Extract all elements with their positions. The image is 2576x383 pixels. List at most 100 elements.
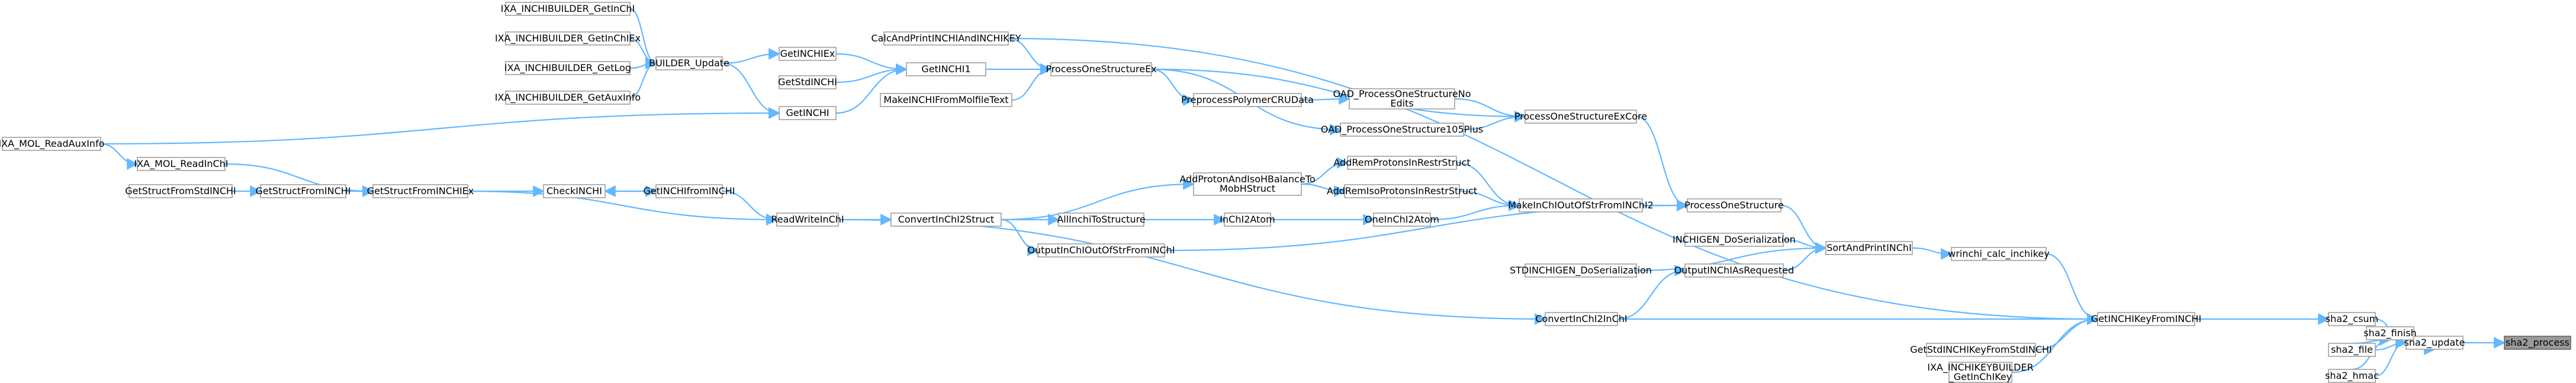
node-ixa-inchibuilder-getinchi[interactable]: IXA_INCHIBUILDER_GetInChI	[501, 2, 635, 16]
node-getinchiex[interactable]: GetINCHIEx	[779, 47, 837, 61]
node-allinchitostructure[interactable]: AllInchiToStructure	[1057, 213, 1146, 227]
node-builder-update[interactable]: BUILDER_Update	[649, 56, 729, 70]
node-getinchi[interactable]: GetINCHI	[779, 106, 837, 120]
node-label: ReadWriteInChI	[771, 214, 844, 225]
node-box	[1684, 263, 1784, 278]
edge-readwriteinchi-to-convertinchi2inchi	[838, 218, 1546, 325]
node-label: GetStructFromINCHIEx	[367, 185, 474, 197]
node-ixa-inchikeybuilder-getinchikey[interactable]: IXA_INCHIKEYBUILDER_GetInChIKey	[1927, 362, 2033, 383]
node-getinchifrominchi[interactable]: GetINCHIfromINCHI	[644, 184, 735, 198]
node-getstdinchikeyfromstdinchi[interactable]: GetStdINCHIKeyFromStdINCHI	[1910, 343, 2052, 357]
node-processonestructure[interactable]: ProcessOneStructure	[1684, 198, 1784, 213]
node-box	[1687, 198, 1781, 213]
node-getinchi1[interactable]: GetINCHI1	[906, 62, 986, 76]
edge-addprotonandisohbalancetomobhstruct-to-addremprotonsinrestrstruct	[1301, 157, 1349, 185]
node-sha2-process[interactable]: sha2_process	[2504, 336, 2571, 350]
edge-calcandprintinchiandinchikey-to-processonestructureex	[1008, 37, 1052, 75]
node-box	[779, 75, 837, 89]
node-makeinchifrommolfiletext[interactable]: MakeINCHIFromMolfileText	[880, 93, 1012, 107]
node-label: GetStdINCHI	[778, 76, 837, 88]
node-box	[1058, 213, 1144, 227]
edge-getinchi-to-getinchi1	[835, 63, 908, 114]
node-wrinchi-calc-inchikey[interactable]: wrinchi_calc_inchikey	[1948, 247, 2050, 261]
node-convertinchi2struct[interactable]: ConvertInChI2Struct	[890, 213, 1002, 227]
node-label: ConvertInChI2InChI	[1535, 313, 1627, 324]
node-box	[2097, 312, 2195, 326]
node-inchi2atom[interactable]: InChI2Atom	[1220, 213, 1275, 227]
edge-builder-update-to-getinchiex	[722, 48, 780, 65]
node-getstructfrominchi[interactable]: GetStructFromINCHI	[256, 184, 351, 198]
node-outputinchiasrequested[interactable]: OutputINChIAsRequested	[1674, 263, 1794, 278]
node-stdinchigen-doserialization[interactable]: STDINCHIGEN_DoSerialization	[1510, 263, 1652, 278]
node-getstructfrominchiex[interactable]: GetStructFromINCHIEx	[367, 184, 474, 198]
node-box	[1926, 343, 2036, 357]
node-sha2-hmac[interactable]: sha2_hmac	[2325, 369, 2379, 383]
node-label: Edits	[1390, 98, 1413, 109]
edge-ixa-mol-readauxinfo-to-ixa-mol-readinchi	[100, 143, 139, 170]
node-box	[779, 106, 837, 120]
node-ixa-inchibuilder-getauxinfo[interactable]: IXA_INCHIBUILDER_GetAuxInfo	[495, 91, 641, 105]
node-box	[2366, 326, 2414, 340]
node-inchigen-doserialization[interactable]: INCHIGEN_DoSerialization	[1673, 233, 1796, 247]
node-sha2-finish[interactable]: sha2_finish	[2363, 326, 2417, 340]
node-ixa-mol-readauxinfo[interactable]: IXA_MOL_ReadAuxInfo	[0, 137, 104, 151]
node-sha2-csum[interactable]: sha2_csum	[2326, 312, 2378, 326]
node-preprocesspolymercrudata[interactable]: PreprocessPolymerCRUData	[1181, 93, 1314, 107]
edge-wrinchi-calc-inchikey-to-getinchikeyfrominchi	[2046, 253, 2099, 325]
node-getstdinchi[interactable]: GetStdINCHI	[778, 75, 837, 89]
node-box	[880, 93, 1012, 107]
edge-makeinchifrommolfiletext-to-processonestructureex	[1011, 63, 1052, 101]
node-label: IXA_INCHIBUILDER_GetInChIEx	[495, 33, 641, 44]
node-label: GetINCHI1	[921, 63, 970, 75]
edge-processonestructureex-to-processonestructureexcore	[1151, 68, 1526, 123]
node-outputinchioutofstrfrominchi[interactable]: OutputInChIOutOfStrFromINChI	[1027, 243, 1175, 258]
node-box	[2, 137, 101, 151]
node-label: OutputINChIAsRequested	[1674, 265, 1794, 276]
node-ixa-mol-readinchi[interactable]: IXA_MOL_ReadInChI	[134, 157, 229, 171]
node-oad-processonestructure105plus[interactable]: OAD_ProcessOneStructure105Plus	[1321, 123, 1483, 137]
node-box	[505, 61, 631, 75]
node-label: CalcAndPrintINCHIAndINCHIKEY	[871, 33, 1021, 44]
node-readwriteinchi[interactable]: ReadWriteInChI	[771, 213, 844, 227]
edge-calcandprintinchiandinchikey-to-getinchikeyfrominchi	[1008, 37, 2099, 325]
node-label: MobHStruct	[1220, 183, 1275, 194]
node-box	[1684, 233, 1784, 247]
node-oneinchi2atom[interactable]: OneInChI2Atom	[1365, 213, 1439, 227]
node-label: InChI2Atom	[1220, 214, 1275, 225]
node-addremprotonsinrestrstruct[interactable]: AddRemProtonsInRestrStruct	[1333, 156, 1471, 170]
node-sortandprintinchi[interactable]: SortAndPrintINChI	[1825, 241, 1913, 255]
edge-preprocesspolymercrudata-to-oad-processonestructurenoedits	[1301, 93, 1350, 105]
node-box	[655, 56, 723, 70]
node-label: OutputInChIOutOfStrFromINChI	[1027, 244, 1175, 256]
node-label: AddProtonAndIsoHBalanceTo	[1179, 173, 1315, 185]
node-label: _GetInChIKey	[1948, 371, 2012, 383]
node-label: IXA_MOL_ReadAuxInfo	[0, 138, 104, 150]
node-sha2-file[interactable]: sha2_file	[2328, 343, 2376, 357]
node-calcandprintinchiandinchikey[interactable]: CalcAndPrintINCHIAndINCHIKEY	[871, 31, 1021, 46]
node-label: AddRemIsoProtonsInRestrStruct	[1327, 185, 1477, 197]
node-getstructfromstdinchi[interactable]: GetStructFromStdINCHI	[125, 184, 236, 198]
edge-getstructfrominchiex-to-readwriteinchi	[467, 190, 778, 226]
node-box	[2328, 369, 2376, 383]
node-convertinchi2inchi[interactable]: ConvertInChI2InChI	[1535, 312, 1628, 326]
edge-convertinchi2inchi-to-outputinchiasrequested	[1617, 265, 1686, 320]
edge-ixa-mol-readauxinfo-to-getinchi	[100, 107, 780, 145]
edge-sha2-hmac-to-sha2-update	[2375, 337, 2407, 377]
node-label: OAD_ProcessOneStructure105Plus	[1321, 124, 1483, 136]
node-checkinchi[interactable]: CheckINCHI	[543, 184, 606, 198]
node-addremisoprotonsinrestrstruct[interactable]: AddRemIsoProtonsInRestrStruct	[1327, 184, 1477, 198]
node-makeinchioutofstrfrominchi2[interactable]: MakeInChIOutOfStrFromINChI2	[1508, 198, 1654, 213]
node-processonestructureex[interactable]: ProcessOneStructureEx	[1046, 62, 1157, 76]
node-sha2-update[interactable]: sha2_update	[2404, 336, 2465, 350]
node-processonestructureexcore[interactable]: ProcessOneStructureExCore	[1514, 110, 1647, 124]
node-getinchikeyfrominchi[interactable]: GetINCHIKeyFromINCHI	[2091, 312, 2201, 326]
node-label: wrinchi_calc_inchikey	[1948, 248, 2049, 260]
node-ixa-inchibuilder-getinchiex[interactable]: IXA_INCHIBUILDER_GetInChIEx	[495, 31, 641, 46]
node-label: GetStdINCHIKeyFromStdINCHI	[1910, 344, 2052, 355]
node-label: BUILDER_Update	[649, 57, 729, 69]
node-ixa-inchibuilder-getlog[interactable]: IXA_INCHIBUILDER_GetLog	[504, 61, 631, 75]
node-box	[1525, 263, 1637, 278]
edge-processonestructureex-to-preprocesspolymercrudata	[1151, 68, 1195, 106]
